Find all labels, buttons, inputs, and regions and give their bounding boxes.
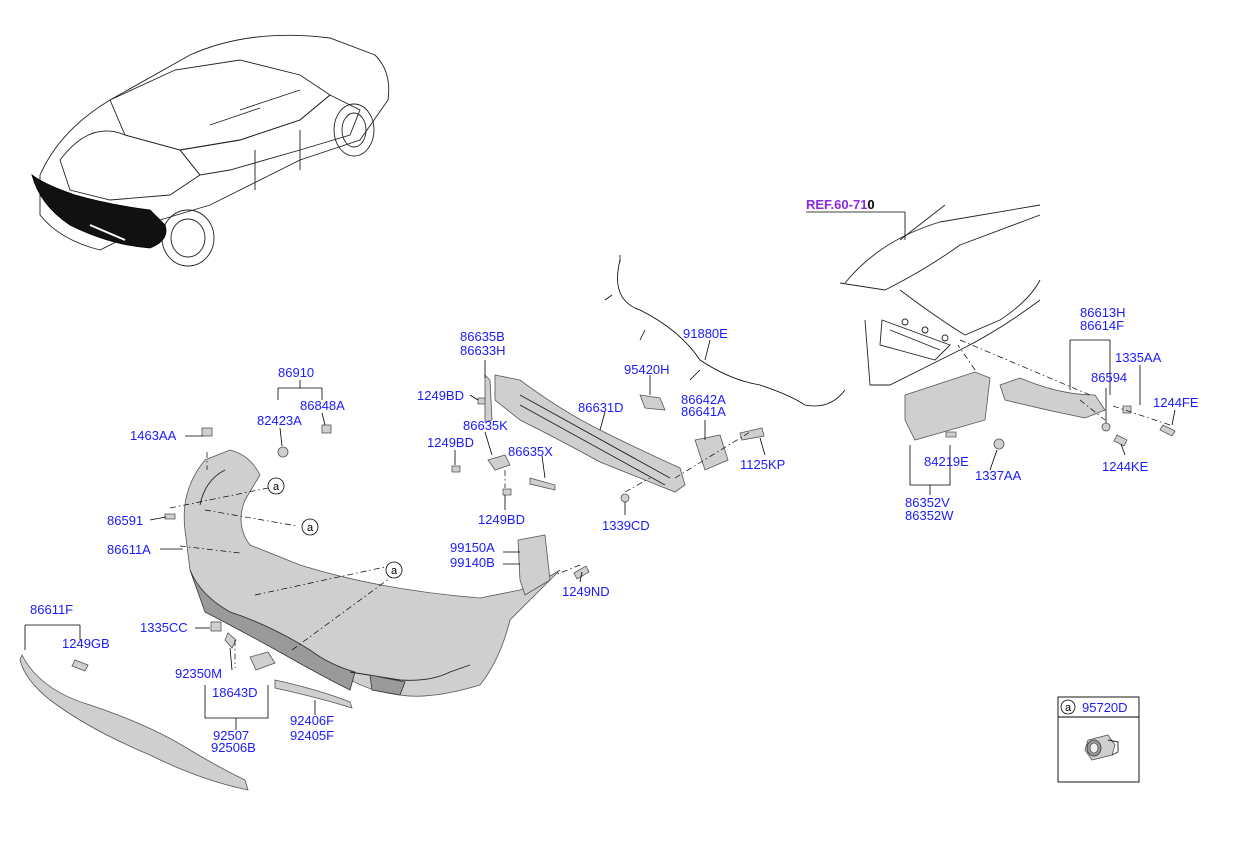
label-1335cc: 1335CC <box>140 620 188 635</box>
label-86641a: 86641A <box>681 404 726 419</box>
label-86642a: 86642A <box>681 392 726 407</box>
label-1244ke: 1244KE <box>1102 459 1149 474</box>
rear-diffuser <box>19 654 249 791</box>
label-1125kp: 1125KP <box>740 457 785 472</box>
label-92507: 92507 <box>213 728 249 743</box>
label-86611a: 86611A <box>107 542 151 557</box>
label-1337aa: 1337AA <box>975 468 1022 483</box>
label-1249bd-1: 1249BD <box>417 388 464 403</box>
label-86633h: 86633H <box>460 343 506 358</box>
label-1249gb: 1249GB <box>62 636 110 651</box>
label-1463aa: 1463AA <box>130 428 177 443</box>
rear-bumper-cover <box>183 449 561 697</box>
reflector-bracket <box>517 534 551 596</box>
label-18643d: 18643D <box>212 685 258 700</box>
svg-text:a: a <box>307 522 314 534</box>
sensor-95420h <box>639 394 666 411</box>
svg-text:a: a <box>391 565 398 577</box>
reference-label[interactable]: REF.60-710 <box>806 197 875 212</box>
side-bracket-86613h <box>999 377 1106 419</box>
label-86848a: 86848A <box>300 398 345 413</box>
svg-text:a: a <box>273 481 280 493</box>
label-86613h: 86613H <box>1080 305 1126 320</box>
label-86594: 86594 <box>1091 370 1127 385</box>
side-bracket-86642a <box>694 434 729 471</box>
beam-clip-x <box>529 477 556 491</box>
label-1339cd: 1339CD <box>602 518 650 533</box>
inset-box: a 95720D <box>1057 696 1140 783</box>
label-92405f: 92405F <box>290 728 334 743</box>
label-1335aa: 1335AA <box>1115 350 1162 365</box>
label-1244fe: 1244FE <box>1153 395 1199 410</box>
beam-clip-k <box>487 454 511 471</box>
assembly-lines <box>169 339 1171 668</box>
fasteners <box>71 397 1176 672</box>
label-86631d: 86631D <box>578 400 624 415</box>
label-86614f: 86614F <box>1080 318 1124 333</box>
inset-marker: a <box>1065 702 1072 714</box>
label-91880e: 91880E <box>683 326 728 341</box>
beam-bracket-left <box>484 374 493 423</box>
label-86611f: 86611F <box>30 602 73 617</box>
label-86352v: 86352V <box>905 495 950 510</box>
callout-circle-1[interactable]: a <box>267 477 285 495</box>
label-92506b: 92506B <box>211 740 256 755</box>
car-overview-illustration <box>31 34 390 267</box>
label-1249nd: 1249ND <box>562 584 610 599</box>
label-86591: 86591 <box>107 513 143 528</box>
label-86635k: 86635K <box>463 418 508 433</box>
part-labels: 86910 82423A 86848A 1463AA 86591 86611A … <box>30 305 1199 755</box>
side-bracket-86352v <box>904 371 991 441</box>
parking-sensor-illustration <box>1084 734 1119 761</box>
label-84219e: 84219E <box>924 454 969 469</box>
label-99140b: 99140B <box>450 555 495 570</box>
inset-marker-circle <box>1060 699 1076 715</box>
inset-part-label: 95720D <box>1082 700 1128 715</box>
label-95420h: 95420H <box>624 362 670 377</box>
label-82423a: 82423A <box>257 413 302 428</box>
label-86352w: 86352W <box>905 508 954 523</box>
label-86635x: 86635X <box>508 444 553 459</box>
label-92350m: 92350M <box>175 666 222 681</box>
garnish-strip <box>274 679 353 709</box>
label-86910: 86910 <box>278 365 314 380</box>
wiring-harness <box>617 259 846 407</box>
label-92406f: 92406F <box>290 713 334 728</box>
label-leaders <box>24 339 1176 730</box>
callout-circle-2[interactable]: a <box>301 518 319 536</box>
callout-circle-3[interactable]: a <box>385 561 403 579</box>
label-86635b: 86635B <box>460 329 505 344</box>
label-1249bd-2: 1249BD <box>427 435 474 450</box>
label-1249bd-3: 1249BD <box>478 512 525 527</box>
rear-quarter-body-reference <box>839 204 1041 386</box>
label-99150a: 99150A <box>450 540 495 555</box>
